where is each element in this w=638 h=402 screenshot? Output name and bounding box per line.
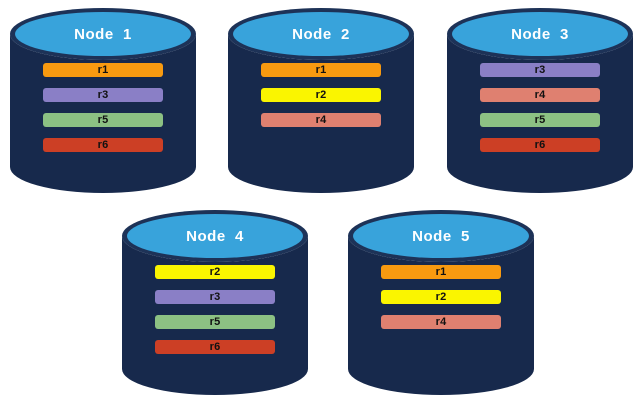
shard-r4[interactable]: r4 <box>480 88 600 102</box>
shard-r6[interactable]: r6 <box>480 138 600 152</box>
shard-r5[interactable]: r5 <box>480 113 600 127</box>
shard-r3[interactable]: r3 <box>43 88 163 102</box>
shard-label: r3 <box>97 88 109 101</box>
shard-list: r2 r3 r5 r6 <box>122 265 308 354</box>
cylinder-top-face <box>452 12 628 56</box>
shard-label: r2 <box>435 290 447 303</box>
shard-label: r4 <box>315 113 327 126</box>
shard-r3[interactable]: r3 <box>155 290 275 304</box>
shard-r6[interactable]: r6 <box>155 340 275 354</box>
shard-label: r4 <box>435 315 447 328</box>
shard-r2[interactable]: r2 <box>261 88 381 102</box>
shard-list: r1 r3 r5 r6 <box>10 63 196 152</box>
cylinder-top-face <box>15 12 191 56</box>
shard-label: r3 <box>534 63 546 76</box>
shard-label: r1 <box>435 265 447 278</box>
shard-r5[interactable]: r5 <box>43 113 163 127</box>
shard-r1[interactable]: r1 <box>381 265 501 279</box>
shard-r3[interactable]: r3 <box>480 63 600 77</box>
shard-list: r1 r2 r4 <box>348 265 534 329</box>
shard-label: r2 <box>209 265 221 278</box>
shard-label: r3 <box>209 290 221 303</box>
shard-label: r1 <box>315 63 327 76</box>
shard-label: r6 <box>97 138 109 151</box>
shard-label: r2 <box>315 88 327 101</box>
shard-label: r6 <box>534 138 546 151</box>
shard-r1[interactable]: r1 <box>261 63 381 77</box>
cylinder-top-face <box>127 214 303 258</box>
cylinder-top-face <box>233 12 409 56</box>
shard-r2[interactable]: r2 <box>381 290 501 304</box>
shard-r1[interactable]: r1 <box>43 63 163 77</box>
shard-label: r5 <box>534 113 546 126</box>
shard-label: r4 <box>534 88 546 101</box>
shard-r5[interactable]: r5 <box>155 315 275 329</box>
shard-r6[interactable]: r6 <box>43 138 163 152</box>
shard-label: r5 <box>209 315 221 328</box>
shard-label: r1 <box>97 63 109 76</box>
shard-r4[interactable]: r4 <box>261 113 381 127</box>
shard-list: r1 r2 r4 <box>228 63 414 127</box>
shard-label: r6 <box>209 340 221 353</box>
shard-label: r5 <box>97 113 109 126</box>
shard-list: r3 r4 r5 r6 <box>447 63 633 152</box>
shard-r4[interactable]: r4 <box>381 315 501 329</box>
shard-r2[interactable]: r2 <box>155 265 275 279</box>
cylinder-top-face <box>353 214 529 258</box>
